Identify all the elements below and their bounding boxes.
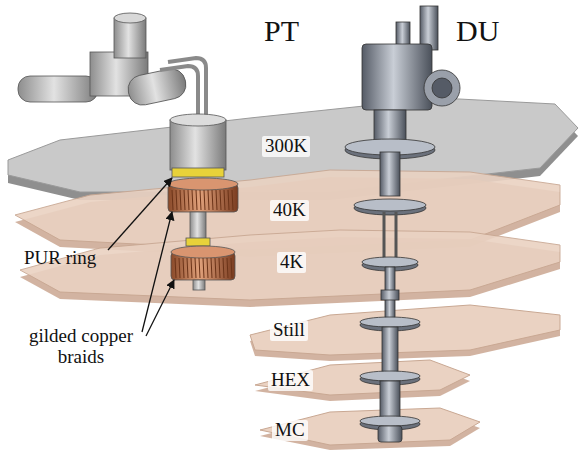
stage-label: Still (270, 320, 308, 341)
stage-label: 40K (270, 200, 309, 221)
stage-label: 4K (277, 252, 306, 273)
plate-4k (20, 230, 560, 307)
panel-title: PT (264, 14, 299, 47)
dilution-unit (345, 6, 460, 442)
plate-hex (255, 360, 470, 401)
stage-label: 300K (262, 136, 310, 157)
stage-label: HEX (268, 370, 313, 391)
stage-label: MC (272, 420, 308, 441)
panel-title: DU (456, 14, 499, 47)
plate-mc (260, 408, 480, 450)
plate-still (250, 305, 560, 361)
leader-arrows (108, 178, 174, 336)
part-label: gilded copper braids (20, 326, 142, 368)
part-label: PUR ring (24, 248, 96, 269)
pulse-tube (18, 13, 238, 290)
